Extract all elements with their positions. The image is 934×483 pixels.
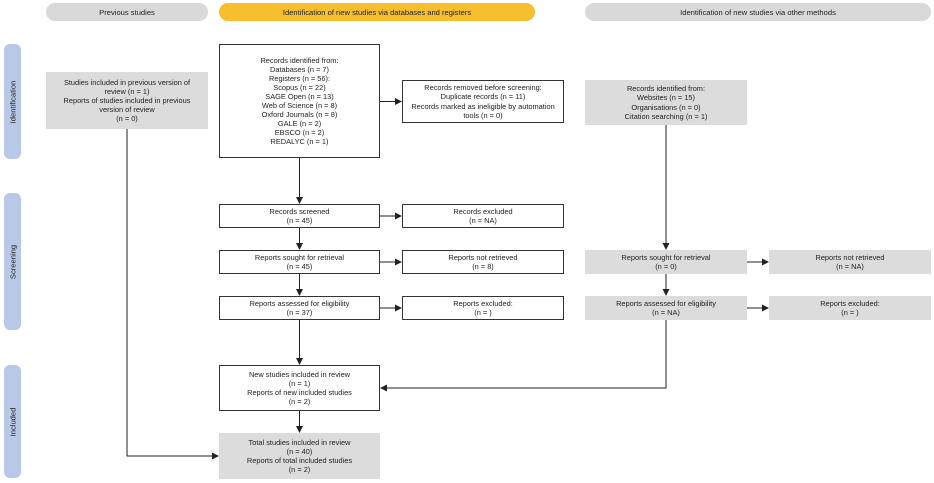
header-databases-label: Identification of new studies via databa… bbox=[282, 7, 472, 17]
box-line: Oxford Journals (n = 8) bbox=[261, 110, 338, 120]
box-line: (n = ) bbox=[841, 308, 859, 317]
reports-not-retrieved-box: Reports not retrieved (n = 8) bbox=[402, 250, 564, 274]
box-line: Reports excluded: bbox=[453, 298, 513, 308]
box-line: (n = 40) bbox=[286, 446, 313, 456]
box-line: Reports not retrieved bbox=[448, 252, 518, 262]
box-line: review (n = 1) bbox=[104, 86, 150, 96]
previous-studies-box: Studies included in previous version of … bbox=[46, 72, 208, 129]
phase-included: Included bbox=[4, 365, 21, 478]
header-other-label: Identification of new studies via other … bbox=[680, 7, 836, 17]
reports-sought-box: Reports sought for retrieval (n = 45) bbox=[219, 250, 380, 274]
header-previous-studies: Previous studies bbox=[46, 3, 208, 21]
records-removed-box: Records removed before screening: Duplic… bbox=[402, 80, 564, 123]
phase-screening: Screening bbox=[4, 193, 21, 330]
other-reports-sought-box: Reports sought for retrieval (n = 0) bbox=[585, 250, 747, 274]
box-line: (n = 37) bbox=[286, 308, 313, 317]
box-line: (n = NA) bbox=[469, 216, 497, 225]
box-line: Reports of studies included in previous bbox=[63, 95, 191, 105]
box-line: (n = NA) bbox=[836, 262, 864, 271]
box-line: (n = 1) bbox=[288, 378, 311, 388]
box-line: Databases (n = 7) bbox=[270, 64, 329, 74]
header-previous-label: Previous studies bbox=[99, 7, 155, 17]
box-line: Records screened bbox=[269, 206, 330, 216]
box-line: (n = 45) bbox=[286, 216, 313, 225]
box-line: Records excluded bbox=[453, 206, 513, 216]
other-reports-not-retrieved-box: Reports not retrieved (n = NA) bbox=[769, 250, 931, 274]
box-line: Reports assessed for eligibility bbox=[616, 298, 716, 308]
box-line: Registers (n = 56): bbox=[269, 73, 330, 83]
box-line: Scopus (n = 22) bbox=[273, 82, 326, 92]
box-line: Organisations (n = 0) bbox=[631, 102, 701, 112]
box-line: (n = 2) bbox=[288, 465, 311, 475]
box-line: Reports excluded: bbox=[820, 298, 880, 308]
box-line: Records identified from: bbox=[626, 84, 706, 94]
box-line: GALE (n = 2) bbox=[277, 119, 322, 129]
box-line: (n = 2) bbox=[288, 397, 311, 407]
header-databases-registers: Identification of new studies via databa… bbox=[219, 3, 535, 21]
box-line: Websites (n = 15) bbox=[637, 93, 695, 103]
box-line: EBSCO (n = 2) bbox=[274, 128, 325, 138]
box-line: version of review bbox=[99, 105, 155, 115]
box-line: Reports assessed for eligibility bbox=[249, 298, 350, 308]
box-line: Studies included in previous version of bbox=[63, 77, 191, 87]
box-line: Reports of total included studies bbox=[246, 456, 353, 465]
box-line: (n = ) bbox=[474, 308, 492, 317]
records-excluded-box: Records excluded (n = NA) bbox=[402, 204, 564, 228]
box-line: (n = 0) bbox=[116, 114, 138, 124]
box-line: Duplicate records (n = 11) bbox=[440, 92, 526, 102]
box-line: Citation searching (n = 1) bbox=[624, 111, 708, 121]
arrow-previous-to-total bbox=[126, 129, 219, 460]
box-line: Records identified from: bbox=[260, 55, 339, 65]
other-records-identified-box: Records identified from: Websites (n = 1… bbox=[585, 80, 747, 125]
box-line: New studies included in review bbox=[248, 369, 351, 379]
new-studies-included-box: New studies included in review (n = 1) R… bbox=[219, 365, 380, 411]
reports-excluded-box: Reports excluded: (n = ) bbox=[402, 296, 564, 320]
box-line: Reports not retrieved bbox=[815, 252, 885, 262]
records-screened-box: Records screened (n = 45) bbox=[219, 204, 380, 228]
box-line: Web of Science (n = 8) bbox=[261, 101, 338, 110]
box-line: (n = NA) bbox=[652, 308, 680, 317]
other-reports-excluded-box: Reports excluded: (n = ) bbox=[769, 296, 931, 320]
header-other-methods: Identification of new studies via other … bbox=[585, 3, 931, 21]
box-line: Total studies included in review bbox=[248, 437, 351, 447]
arrow-other-assessed-to-new-included bbox=[380, 320, 667, 392]
box-line: (n = 45) bbox=[286, 262, 313, 271]
box-line: Reports sought for retrieval bbox=[621, 252, 711, 262]
records-identified-box: Records identified from: Databases (n = … bbox=[219, 44, 380, 158]
box-line: SAGE Open (n = 13) bbox=[265, 91, 334, 101]
box-line: Reports of new included studies bbox=[247, 388, 352, 397]
box-line: Records removed before screening: bbox=[424, 83, 542, 93]
phase-identification: Identification bbox=[4, 44, 21, 159]
box-line: (n = 0) bbox=[655, 262, 677, 271]
box-line: Records marked as ineligible by automati… bbox=[411, 101, 555, 111]
box-line: REDALYC (n = 1) bbox=[270, 137, 329, 147]
box-line: (n = 8) bbox=[472, 262, 494, 271]
box-line: tools (n = 0) bbox=[463, 110, 503, 120]
other-reports-assessed-box: Reports assessed for eligibility (n = NA… bbox=[585, 296, 747, 320]
total-studies-included-box: Total studies included in review (n = 40… bbox=[219, 433, 380, 479]
box-line: Reports sought for retrieval bbox=[254, 252, 345, 262]
reports-assessed-box: Reports assessed for eligibility (n = 37… bbox=[219, 296, 380, 320]
